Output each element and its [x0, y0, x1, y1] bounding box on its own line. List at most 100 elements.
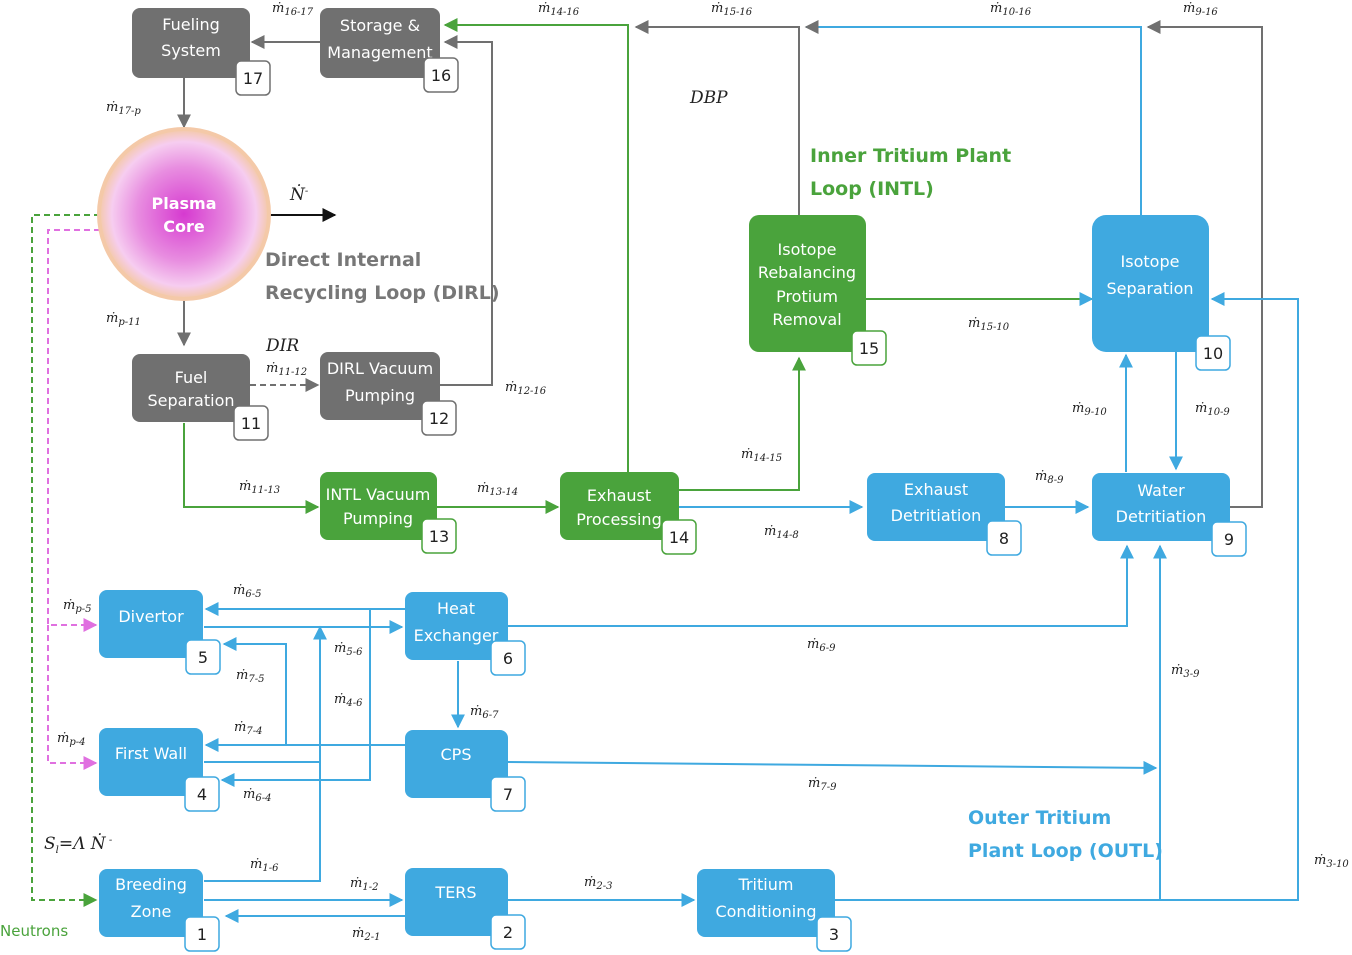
flow-4-6: ṁ4-6 [334, 692, 363, 709]
svg-text:Exchanger: Exchanger [414, 626, 499, 645]
svg-text:4: 4 [197, 785, 207, 804]
svg-text:3: 3 [829, 925, 839, 944]
dbp-label: DBP [689, 88, 728, 108]
node-dirl-vacuum-pumping: DIRL Vacuum Pumping 12 [320, 352, 457, 436]
svg-text:Separation: Separation [1107, 279, 1194, 298]
edge-3-10 [1160, 292, 1299, 901]
svg-text:12: 12 [429, 409, 449, 428]
flow-p-4: ṁp-4 [57, 731, 85, 748]
svg-text:9: 9 [1224, 530, 1234, 549]
node-exhaust-processing: Exhaust Processing 14 [560, 472, 697, 555]
dir-label: DIR [265, 336, 299, 356]
node-divertor: Divertor 5 [99, 590, 221, 675]
source-term-label: Sl=Λ Ṅ - [44, 833, 113, 856]
flow-1-6: ṁ1-6 [250, 857, 279, 874]
svg-text:13: 13 [429, 527, 449, 546]
flow-13-14: ṁ13-14 [477, 481, 518, 498]
svg-text:System: System [161, 41, 221, 60]
flow-6-5: ṁ6-5 [233, 583, 261, 600]
flow-17-p: ṁ17-p [106, 100, 141, 117]
edge-9-16 [1146, 20, 1263, 508]
flow-7-9: ṁ7-9 [808, 776, 837, 793]
node-exhaust-detritiation: Exhaust Detritiation 8 [867, 473, 1022, 556]
connectors [31, 18, 1299, 923]
flow-labels: ṁ16-17 ṁ14-16 ṁ15-16 ṁ10-16 ṁ9-16 ṁ17-p … [57, 1, 1349, 943]
plasma-core: Plasma Core [97, 127, 271, 301]
edge-1-6 [204, 740, 321, 882]
ndot-label: Ṅ- [289, 184, 309, 205]
svg-text:1: 1 [197, 925, 207, 944]
edge-15-16 [634, 20, 800, 215]
flow-3-10: ṁ3-10 [1314, 853, 1349, 870]
flow-6-7: ṁ6-7 [470, 704, 499, 721]
node-water-detritiation: Water Detritiation 9 [1092, 473, 1247, 557]
svg-text:7: 7 [503, 785, 513, 804]
node-first-wall: First Wall 4 [99, 728, 220, 812]
edge-11-13 [183, 423, 320, 514]
flow-3-9: ṁ3-9 [1171, 663, 1200, 680]
svg-text:Divertor: Divertor [118, 607, 184, 626]
node-ters: TERS 2 [405, 868, 526, 950]
edge-10-16 [804, 20, 1142, 215]
flow-2-1: ṁ2-1 [352, 926, 380, 943]
neutrons-label: Neutrons [0, 922, 68, 940]
svg-text:Processing: Processing [576, 510, 661, 529]
flow-14-15: ṁ14-15 [741, 447, 782, 464]
flow-9-10: ṁ9-10 [1072, 401, 1107, 418]
svg-text:Breeding: Breeding [115, 875, 187, 894]
svg-text:2: 2 [503, 923, 513, 942]
flow-9-16: ṁ9-16 [1183, 1, 1218, 18]
flow-6-9: ṁ6-9 [807, 637, 836, 654]
flow-5-6: ṁ5-6 [334, 641, 363, 658]
svg-text:Exhaust: Exhaust [587, 486, 651, 505]
svg-text:17: 17 [243, 69, 263, 88]
svg-text:15: 15 [859, 339, 879, 358]
svg-text:8: 8 [999, 529, 1009, 548]
svg-text:TERS: TERS [434, 883, 476, 902]
flow-15-10: ṁ15-10 [968, 316, 1010, 333]
edge-7-9 [507, 760, 1158, 775]
flow-16-17: ṁ16-17 [272, 1, 314, 18]
flow-11-13: ṁ11-13 [239, 479, 280, 496]
svg-text:Separation: Separation [148, 391, 235, 410]
svg-text:Fuel: Fuel [175, 368, 208, 387]
flow-7-5: ṁ7-5 [236, 668, 264, 685]
svg-text:Pumping: Pumping [345, 386, 415, 405]
svg-text:Storage &: Storage & [340, 16, 420, 35]
edge-12-16 [440, 35, 493, 386]
flow-p-5: ṁp-5 [63, 598, 91, 615]
node-intl-vacuum-pumping: INTL Vacuum Pumping 13 [320, 472, 457, 554]
svg-text:14: 14 [669, 528, 689, 547]
node-fueling-system: Fueling System 17 [132, 8, 271, 96]
svg-text:Isotope: Isotope [1121, 252, 1180, 271]
node-cps: CPS 7 [405, 730, 526, 812]
svg-text:Pumping: Pumping [343, 509, 413, 528]
loop-labels: Inner Tritium Plant Loop (INTL) Direct I… [0, 88, 1163, 940]
node-tritium-conditioning: Tritium Conditioning 3 [697, 869, 852, 952]
svg-text:6: 6 [503, 649, 513, 668]
svg-text:Heat: Heat [437, 599, 475, 618]
plasma-line-2: Core [163, 217, 205, 236]
edge-plasma-4 [47, 625, 98, 770]
svg-text:Detritiation: Detritiation [1116, 507, 1207, 526]
edge-6-4 [220, 609, 371, 787]
edge-6-9 [508, 544, 1134, 627]
dirl-label-2: Recycling Loop (DIRL) [265, 282, 500, 304]
outl-label-2: Plant Loop (OUTL) [968, 840, 1163, 862]
node-isotope-separation: Isotope Separation 10 [1092, 215, 1231, 371]
flow-10-9: ṁ10-9 [1195, 401, 1230, 418]
edge-plasma-5 [47, 229, 100, 632]
edge-neutrons [31, 214, 100, 907]
flow-2-3: ṁ2-3 [584, 875, 612, 892]
dirl-label-1: Direct Internal [265, 249, 421, 271]
svg-text:INTL Vacuum: INTL Vacuum [326, 485, 431, 504]
svg-text:Zone: Zone [131, 902, 172, 921]
node-heat-exchanger: Heat Exchanger 6 [405, 592, 526, 676]
svg-text:16: 16 [431, 66, 451, 85]
svg-text:DIRL Vacuum: DIRL Vacuum [327, 359, 433, 378]
flow-7-4: ṁ7-4 [234, 720, 262, 737]
flow-12-16: ṁ12-16 [505, 380, 547, 397]
svg-text:11: 11 [241, 414, 261, 433]
outl-label-1: Outer Tritium [968, 807, 1111, 829]
